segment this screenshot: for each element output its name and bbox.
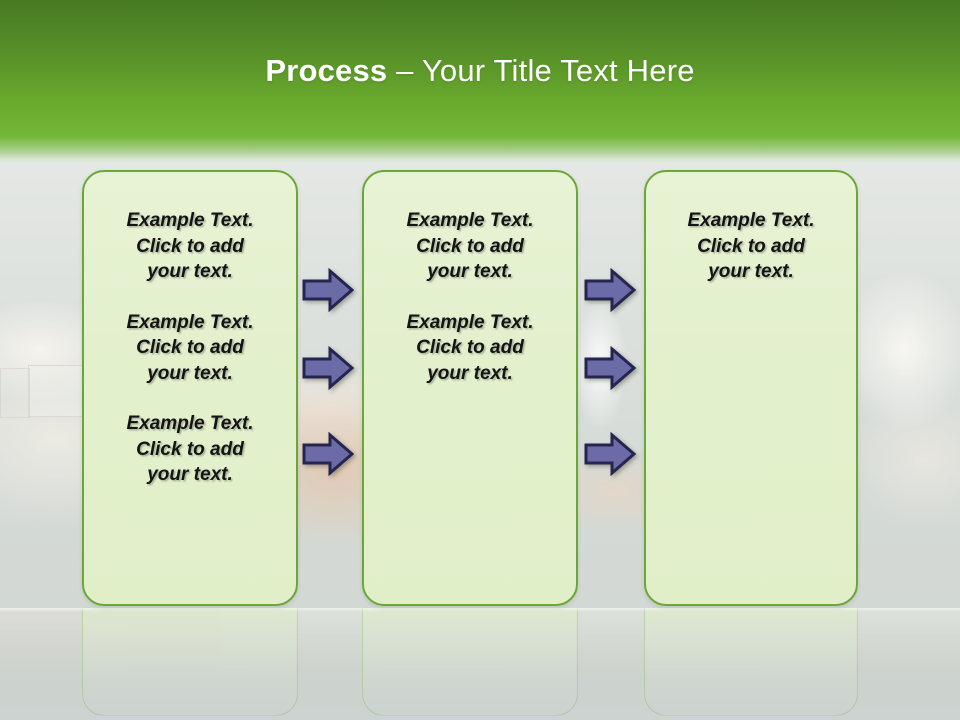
- stage-one-box[interactable]: Example Text. Click to add your text. Ex…: [82, 170, 298, 606]
- arrow-right-icon-g2-2[interactable]: [584, 346, 636, 390]
- arrow-right-icon-g1-1[interactable]: [302, 268, 354, 312]
- stage-three-box[interactable]: Example Text. Click to add your text.: [644, 170, 858, 606]
- stage-one-paragraph-3[interactable]: Example Text. Click to add your text.: [126, 413, 254, 485]
- arrow-right-icon-g1-2[interactable]: [302, 346, 354, 390]
- stage-two-box[interactable]: Example Text. Click to add your text. Ex…: [362, 170, 578, 606]
- stage-two-reflection: [362, 608, 578, 716]
- arrow-right-icon-g1-3[interactable]: [302, 432, 354, 476]
- stage-two-paragraph-2[interactable]: Example Text. Click to add your text.: [406, 311, 534, 384]
- stage-one-reflection: [82, 608, 298, 716]
- header-banner: Process – Your Title Text Here: [0, 0, 960, 162]
- arrow-right-icon-g2-3[interactable]: [584, 432, 636, 476]
- page-title-rest-part: – Your Title Text Here: [387, 53, 695, 88]
- stage-one-content: Example Text. Click to add your text. Ex…: [84, 208, 296, 488]
- background-picture-frame-secondary: [0, 368, 30, 418]
- stage-two-paragraph-1[interactable]: Example Text. Click to add your text.: [406, 210, 534, 282]
- arrow-right-icon-g2-1[interactable]: [584, 268, 636, 312]
- stage-one-paragraph-1[interactable]: Example Text. Click to add your text.: [126, 210, 254, 282]
- stage-one-paragraph-2[interactable]: Example Text. Click to add your text.: [126, 311, 254, 384]
- background-picture-frame: [28, 365, 90, 417]
- stage-three-reflection: [644, 608, 858, 716]
- stage-three-content: Example Text. Click to add your text.: [646, 208, 856, 285]
- stage-three-paragraph-1[interactable]: Example Text. Click to add your text.: [687, 210, 815, 282]
- stage-two-content: Example Text. Click to add your text. Ex…: [364, 208, 576, 386]
- page-title-bold-part: Process: [265, 53, 388, 88]
- page-title: Process – Your Title Text Here: [0, 52, 960, 90]
- reflection-highlight-band: [0, 608, 960, 612]
